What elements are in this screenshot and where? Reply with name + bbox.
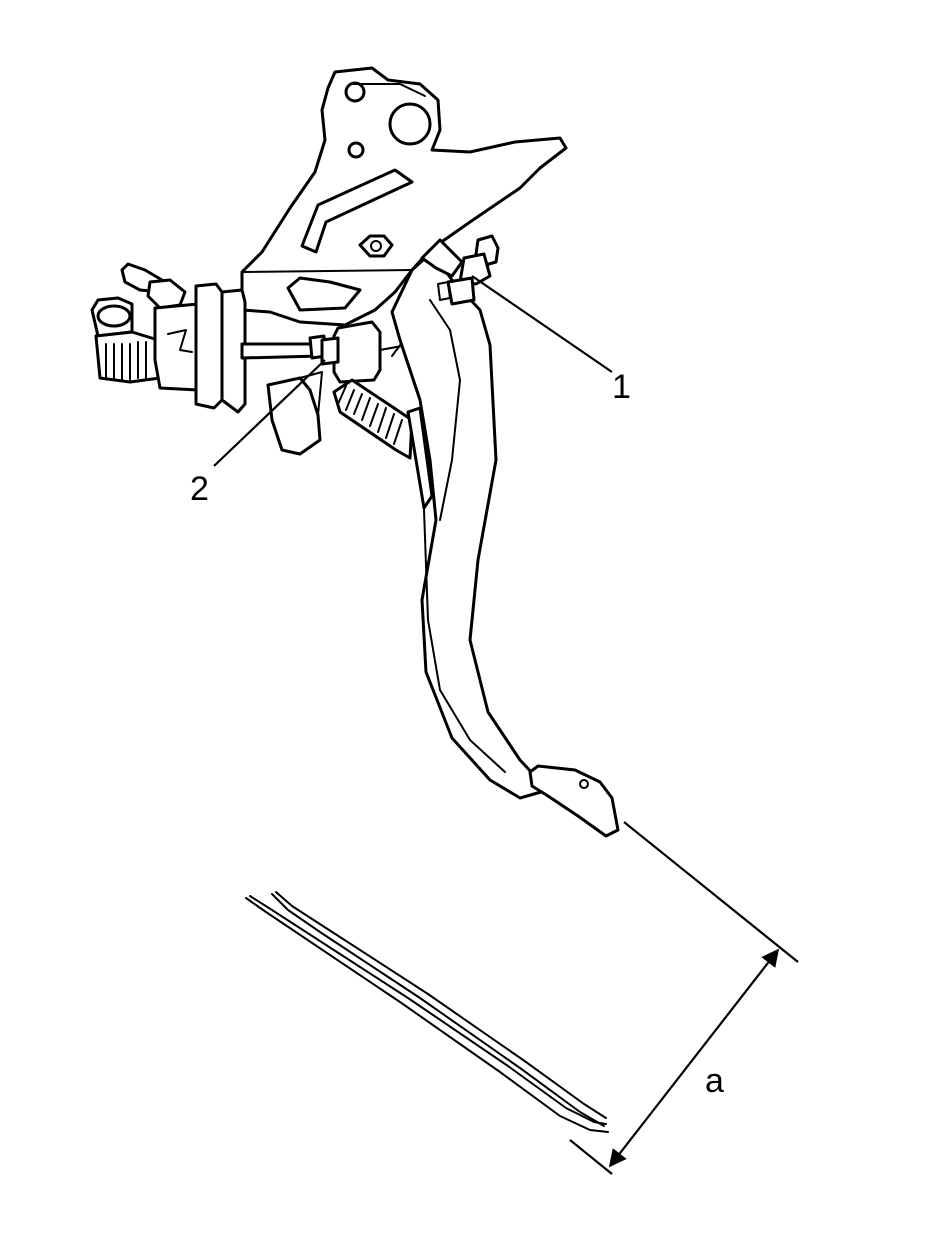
leader-line-1 [471, 275, 613, 373]
return-spring [332, 378, 434, 510]
callout-a: a [705, 1062, 724, 1100]
floor-panel [245, 891, 609, 1133]
master-cylinder [90, 262, 322, 414]
adjuster-stud [420, 234, 500, 306]
callout-1: 1 [612, 368, 631, 406]
dimension-line [608, 948, 780, 1168]
extension-line-top [623, 821, 799, 963]
bracket-tab [266, 371, 323, 456]
leader-line-2 [213, 359, 326, 467]
extension-line-bottom [569, 1139, 613, 1175]
pedal-bracket [240, 66, 568, 327]
dimension-a [569, 821, 799, 1175]
pedal-pad [528, 764, 620, 838]
callout-2: 2 [190, 470, 209, 508]
pedal-arm [390, 250, 550, 800]
